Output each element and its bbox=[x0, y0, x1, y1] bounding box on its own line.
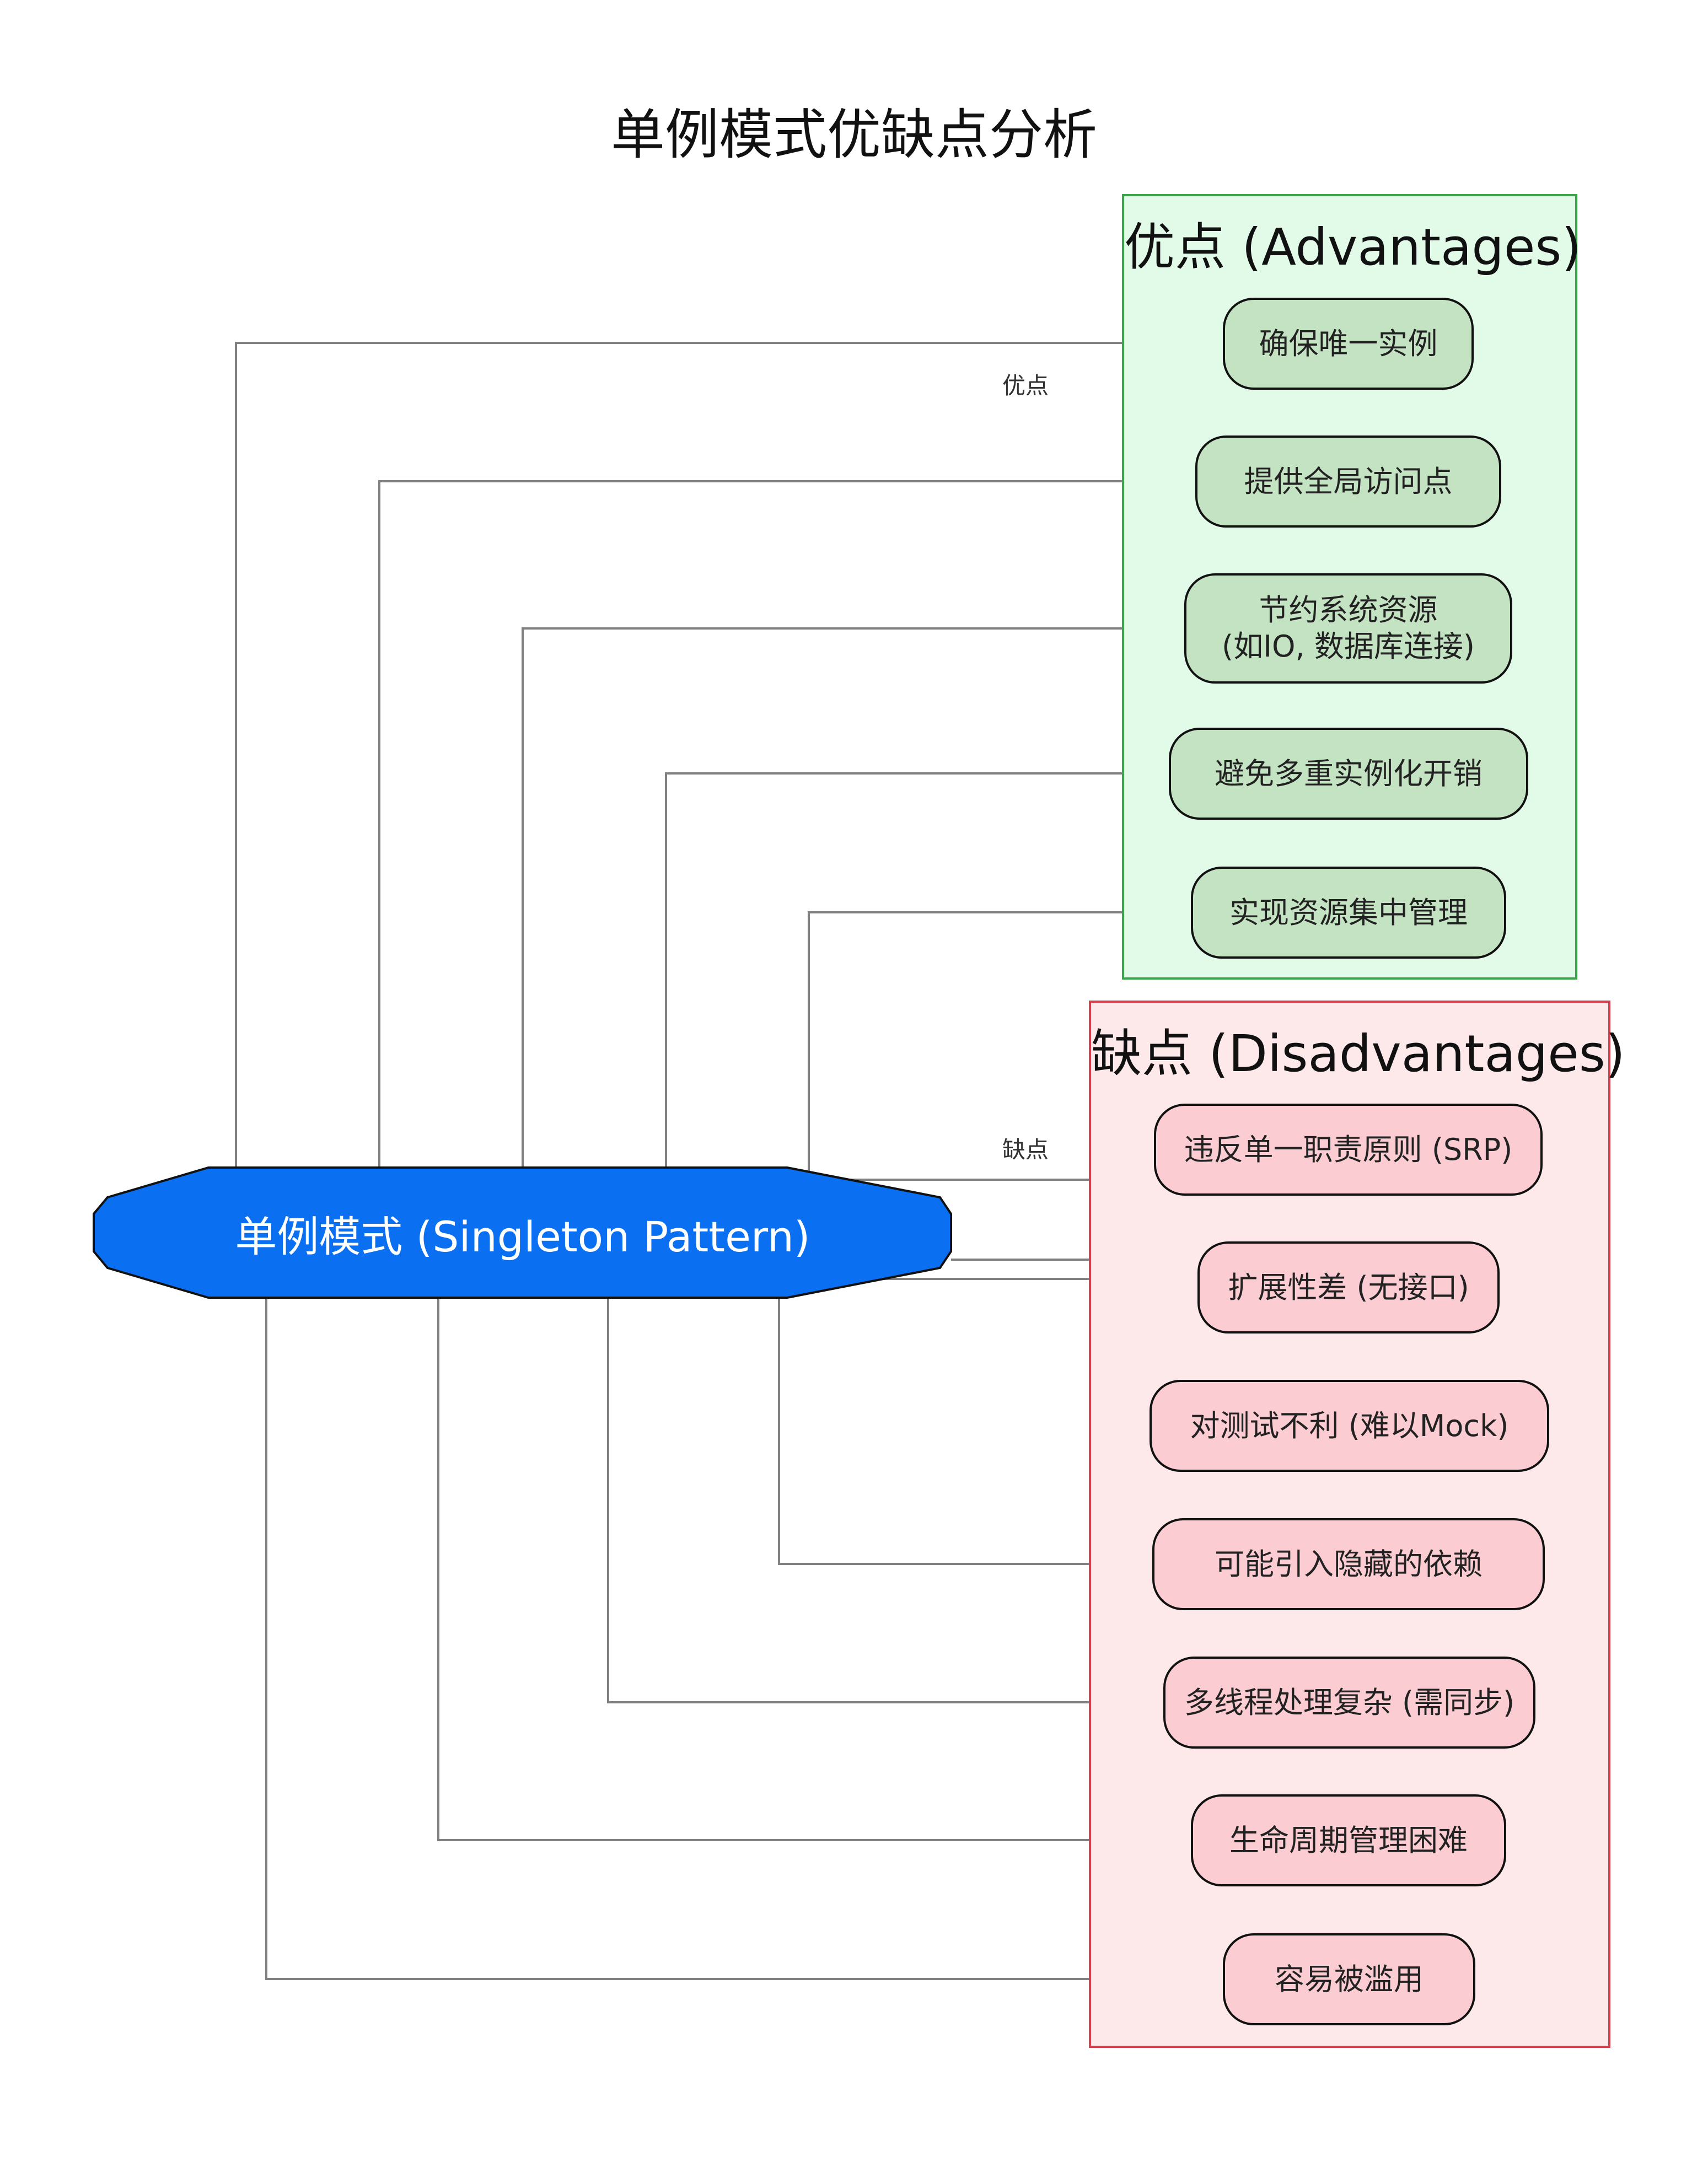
edge-advantage-3 bbox=[522, 615, 1183, 1168]
disadvantage-node-4[interactable]: 可能引入隐藏的依赖 bbox=[1152, 1518, 1545, 1610]
disadvantage-node-6[interactable]: 生命周期管理困难 bbox=[1191, 1794, 1506, 1886]
disadvantage-node-5[interactable]: 多线程处理复杂 (需同步) bbox=[1163, 1657, 1535, 1749]
advantage-node-4[interactable]: 避免多重实例化开销 bbox=[1169, 728, 1528, 820]
edge-advantage-5 bbox=[808, 899, 1189, 1180]
edge-advantage-4 bbox=[665, 760, 1167, 1168]
center-node-label: 单例模式 (Singleton Pattern) bbox=[235, 1212, 810, 1261]
edges-group bbox=[235, 329, 1221, 1993]
advantages-cluster-label: 优点 (Advantages) bbox=[1124, 218, 1582, 277]
edge-disadvantage-4 bbox=[778, 1287, 1151, 1578]
edge-advantage-2 bbox=[378, 467, 1194, 1168]
edge-advantage-1 bbox=[235, 329, 1221, 1177]
disadvantage-node-2[interactable]: 扩展性差 (无接口) bbox=[1197, 1241, 1500, 1333]
center-node-shape[interactable] bbox=[93, 1166, 952, 1299]
advantage-node-2[interactable]: 提供全局访问点 bbox=[1195, 435, 1501, 528]
edge-disadvantage-6 bbox=[437, 1298, 1189, 1854]
disadvantage-node-1[interactable]: 违反单一职责原则 (SRP) bbox=[1154, 1104, 1543, 1196]
edge-label-disadvantages: 缺点 bbox=[1002, 1136, 1049, 1163]
disadvantage-node-3[interactable]: 对测试不利 (难以Mock) bbox=[1150, 1380, 1549, 1472]
advantage-node-1[interactable]: 确保唯一实例 bbox=[1223, 298, 1474, 390]
disadvantages-cluster-label: 缺点 (Disadvantages) bbox=[1091, 1024, 1625, 1083]
edge-disadvantage-5 bbox=[607, 1298, 1162, 1716]
advantage-node-5[interactable]: 实现资源集中管理 bbox=[1191, 867, 1506, 959]
advantage-node-3[interactable]: 节约系统资源 (如IO, 数据库连接) bbox=[1184, 573, 1512, 684]
diagram-title: 单例模式优缺点分析 bbox=[610, 104, 1097, 166]
edge-disadvantage-7 bbox=[265, 1290, 1221, 1993]
edge-label-advantages: 优点 bbox=[1002, 372, 1049, 399]
disadvantage-node-7[interactable]: 容易被滥用 bbox=[1223, 1933, 1475, 2025]
